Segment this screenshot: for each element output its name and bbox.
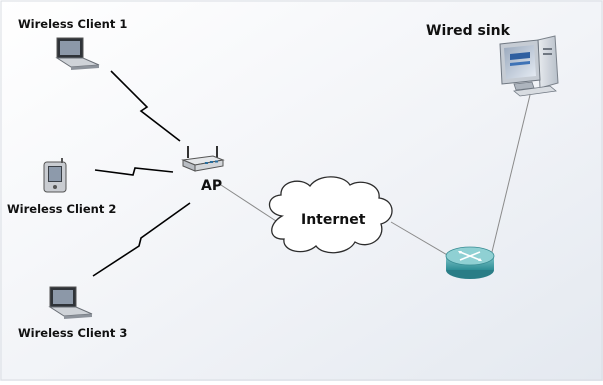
client3-label: Wireless Client 3 — [18, 326, 128, 340]
link-router-sink — [490, 94, 531, 257]
pda-icon — [43, 158, 67, 193]
ap-label: AP — [201, 178, 223, 194]
laptop-icon — [48, 286, 93, 319]
internet-label: Internet — [301, 212, 366, 228]
wireless-link-client3 — [92, 202, 191, 277]
link-internet-router — [390, 221, 450, 257]
client1-label: Wireless Client 1 — [18, 17, 128, 31]
cloud-icon — [268, 176, 393, 254]
link-ap-internet — [220, 184, 277, 222]
router-icon — [445, 246, 495, 279]
desktop-computer-icon — [499, 35, 559, 97]
client2-label: Wireless Client 2 — [7, 202, 117, 216]
access-point-icon — [181, 146, 225, 172]
wired-sink-label: Wired sink — [426, 23, 510, 39]
wireless-link-client1 — [110, 70, 181, 142]
wireless-link-client2 — [94, 167, 174, 176]
laptop-icon — [55, 37, 100, 70]
